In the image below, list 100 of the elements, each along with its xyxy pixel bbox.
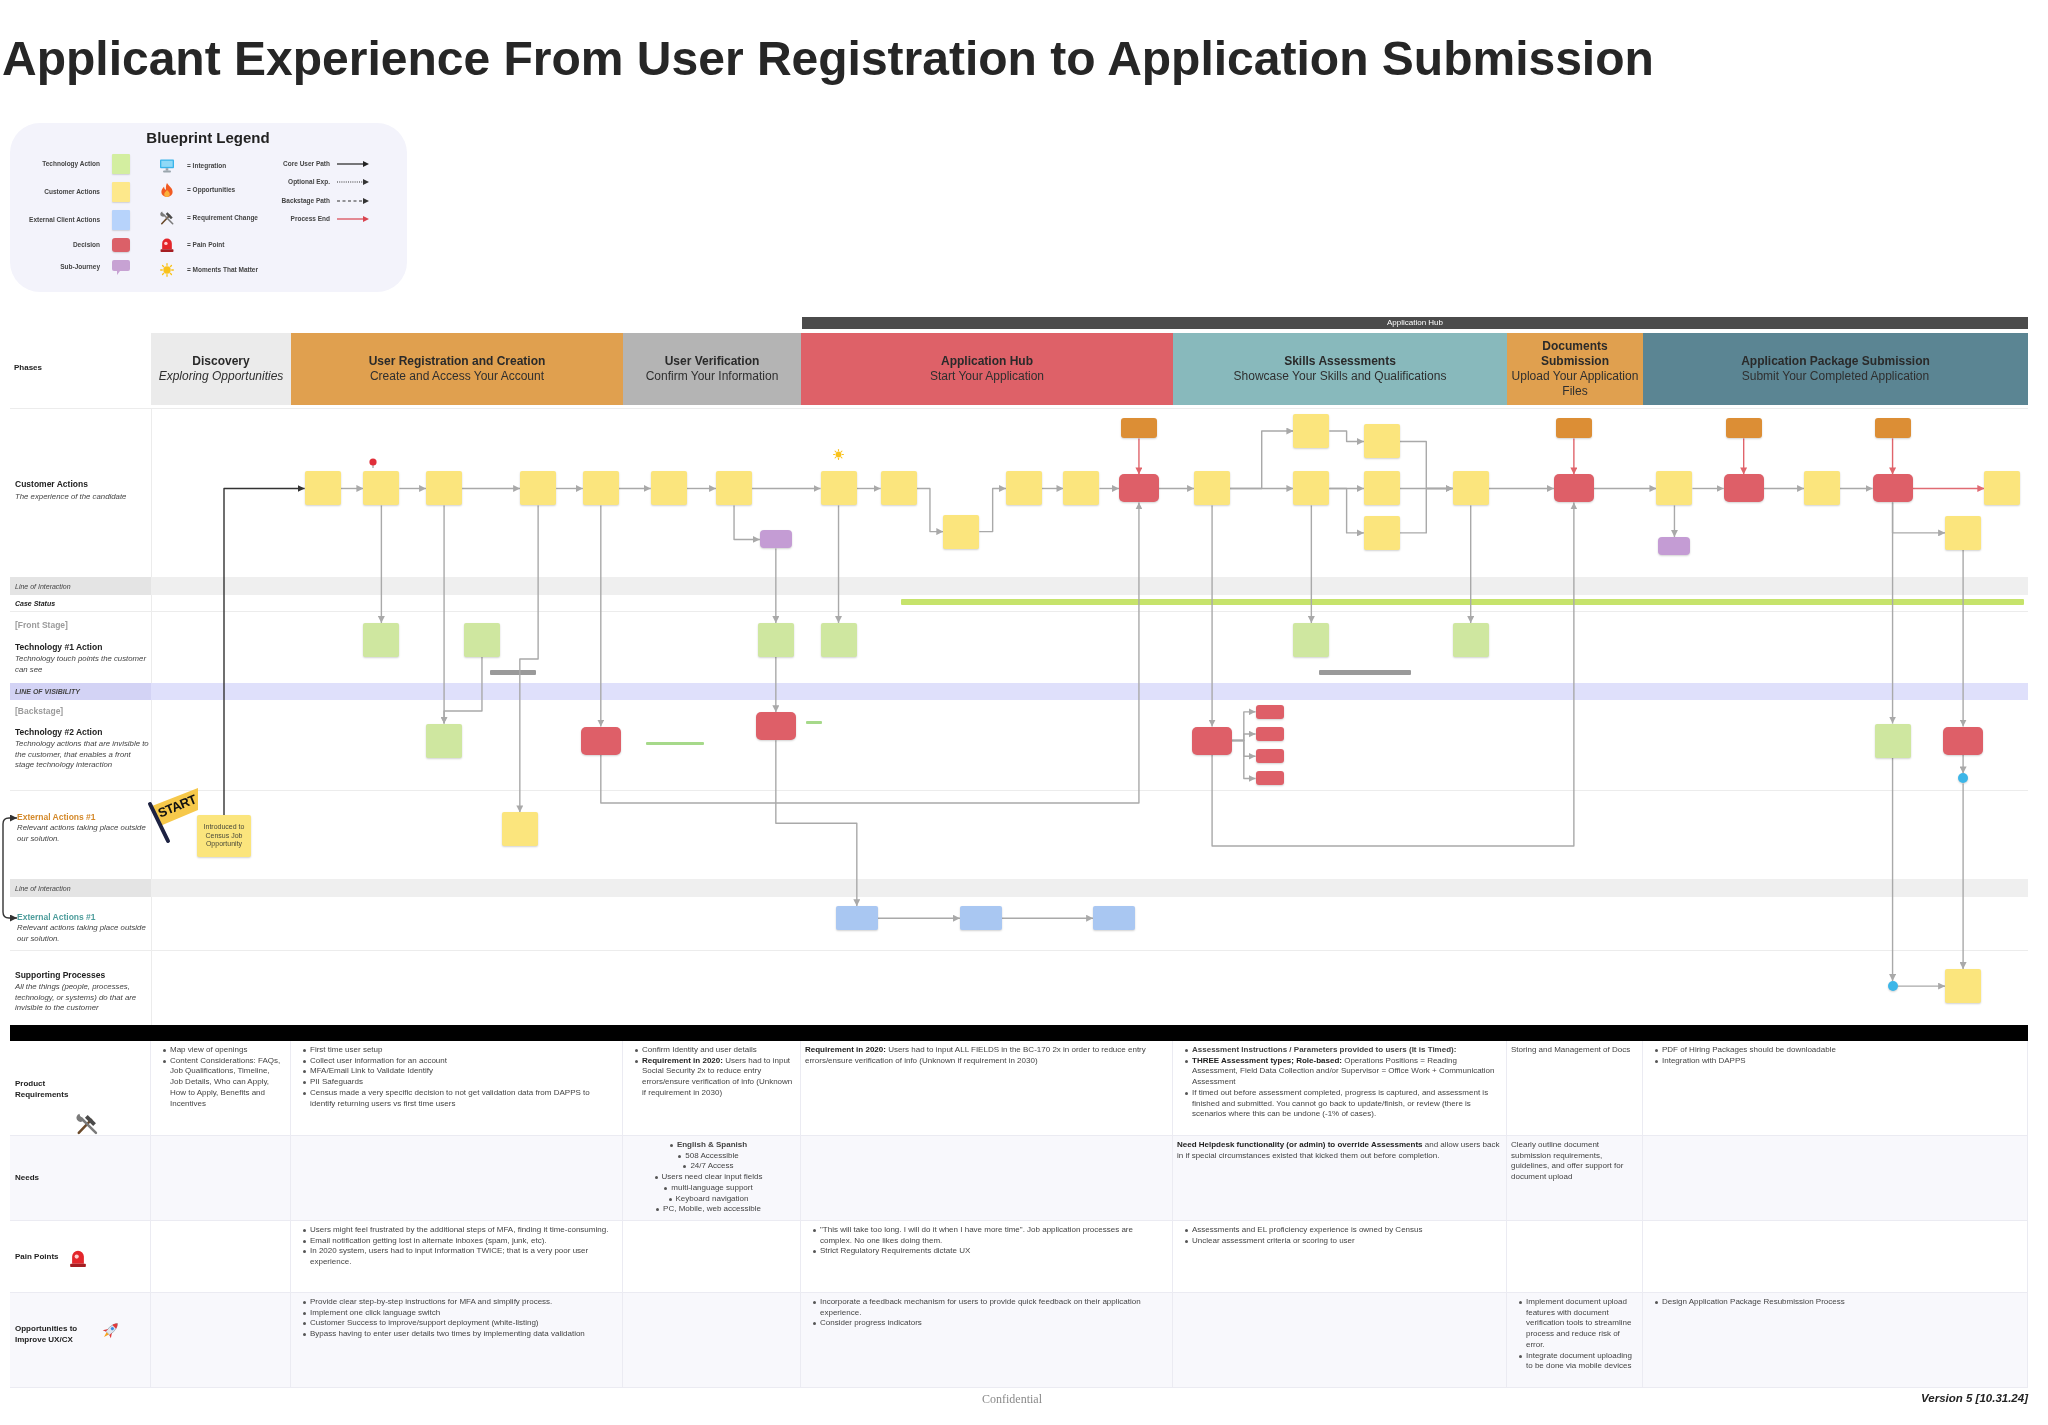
bullet-text: Assessment Instructions / Parameters provided to users (It is Timed): (1192, 1045, 1457, 1056)
bullet-text: Integration with DAPPS (1662, 1055, 1746, 1067)
sticky-note (1656, 471, 1693, 506)
arrow (555, 485, 584, 492)
arrow (1328, 430, 1365, 445)
interaction-band (10, 683, 2028, 700)
sticky-note (820, 623, 857, 657)
bullet-text: Email notification getting lost in alternate inboxes (spam, junk, etc). (310, 1235, 547, 1247)
sticky-note (1093, 906, 1136, 931)
bullet-text: Implement one click language switch (310, 1307, 441, 1319)
arrow (1889, 756, 1897, 982)
arrow (1488, 485, 1555, 492)
bullet-text: Integrate document uploading to be done via mobile devices (1526, 1350, 1633, 1372)
arrow (1959, 782, 1967, 970)
phase-header (623, 333, 801, 405)
sticky-note (304, 471, 341, 506)
arrow (1670, 504, 1678, 538)
phase-header (291, 333, 623, 405)
bullet-text: First time user setup (310, 1045, 383, 1056)
bullet-text: multi-language support (671, 1182, 753, 1194)
phase-header (1643, 333, 2028, 405)
bullet-text: PII Safeguards (310, 1077, 363, 1088)
interaction-band (10, 577, 2028, 595)
sticky-note (1804, 471, 1841, 506)
bullet-text: Census made a very specific decision to not get validation data from DAPPS to identify returning users vs first time users (310, 1087, 591, 1110)
sticky-note (820, 471, 857, 506)
decision-card (1192, 726, 1233, 755)
arrow (733, 504, 761, 543)
phase-title: Discovery (192, 354, 250, 369)
phase-subtitle: Create and Access Your Account (369, 369, 545, 384)
sticky-note (1452, 623, 1489, 657)
arrow (1158, 485, 1195, 492)
bullet-text: Collect user information for an account (310, 1055, 447, 1067)
sticky-note (716, 471, 753, 506)
sticky-note (363, 471, 400, 506)
phase-subtitle: Submit Your Completed Application (1741, 369, 1930, 384)
arrow (1307, 504, 1315, 624)
note-card (1874, 418, 1911, 439)
row-header: Needs (15, 1173, 39, 1184)
phase-title: Application Package Submission (1741, 354, 1930, 369)
sticky-note (1063, 471, 1100, 506)
arrow (1889, 501, 1897, 725)
phase-title: Documents Submission (1540, 339, 1610, 369)
footer-note: Confidential (982, 1392, 1042, 1406)
sticky-note (520, 471, 557, 506)
bullet-text: Keyboard navigation (675, 1193, 749, 1205)
arrow (1762, 485, 1805, 492)
arrow (1467, 504, 1475, 624)
cell-text: Need Helpdesk functionality (or admin) to override Assessments and allow users back in if special circumstances existed that kicked them out before completion. (1176, 1140, 1500, 1162)
bullet-text: MFA/Email Link to Validate Identify (310, 1066, 434, 1078)
section-bar-label: Application Hub (1386, 318, 1443, 328)
bullet-text: Content Considerations: FAQs, Job Qualifications, Timeline, Job Details, Who can Apply, How to Apply, Benefits and Incentives (170, 1055, 282, 1110)
arrow (1041, 485, 1065, 492)
sticky-note (650, 471, 687, 506)
lane-title: Technology #1 Action (15, 642, 103, 653)
phase-subtitle: Exploring Opportunities (158, 369, 284, 384)
bullet-text: Confirm Identity and user details (642, 1045, 757, 1056)
decision-card (1255, 704, 1284, 719)
phase-title: Skills Assessments (1284, 354, 1396, 369)
bullet-text: PC, Mobile, web accessible (663, 1204, 761, 1215)
decision-card (1255, 749, 1284, 764)
row-header: Opportunities to Improve UX/CX (15, 1324, 79, 1345)
decision-card (1118, 474, 1159, 503)
sticky-note (1452, 471, 1489, 506)
sticky-note (1874, 723, 1911, 758)
phase-subtitle: Confirm Your Information (645, 369, 779, 384)
sticky-note (501, 812, 538, 847)
arrow (1839, 485, 1874, 492)
bullet-text: Provide clear step-by-step instructions for MFA and simplify process. (310, 1297, 553, 1308)
arrow (1959, 549, 1967, 728)
arrow (751, 485, 822, 492)
arrow (772, 656, 780, 713)
sticky-note (1945, 515, 1982, 550)
lane-title: External Actions #1 (17, 912, 96, 923)
arrow (1001, 914, 1094, 922)
version-label: Version 5 [10.31.24] (1921, 1391, 2028, 1405)
arrow (1911, 485, 1985, 492)
bullet-text: Customer Success to improve/support deployment (white-listing) (310, 1318, 539, 1330)
sticky-note (1194, 471, 1231, 506)
lane-title: Customer Actions (15, 479, 88, 490)
phase-header (151, 333, 291, 405)
sub-journey-bubble (1658, 536, 1691, 555)
arrow (618, 485, 652, 492)
phase-title: User Verification (664, 354, 760, 369)
cell-text: Requirement in 2020: Users had to input ALL FIELDS in the BC-170 2x in order to reduce entry errors/ensure verification of info (Unknown if requirement in 2030) (804, 1045, 1147, 1067)
phase-header (801, 333, 1173, 405)
sticky-note (1363, 515, 1400, 550)
arrow (1135, 437, 1143, 476)
arrow (1889, 437, 1897, 476)
cell-text: Clearly outline document submission requirements, guidelines, and offer support for document upload (1510, 1140, 1625, 1183)
connector-dot (1887, 981, 1898, 992)
bullet-text: Requirement in 2020: Users had to input Social Security 2x to reduce entry errors/ensure verification of info (Unknown if requirement in 2030) (642, 1055, 794, 1099)
arrow (377, 504, 385, 624)
bullet-text: Map view of openings (170, 1045, 248, 1056)
arrow (1328, 487, 1365, 537)
arrow (835, 504, 843, 624)
row-header: Product Requirements (15, 1079, 70, 1100)
bullet-text: Assessments and EL proficiency experience is owned by Census (1192, 1225, 1423, 1236)
bullet-text: PDF of Hiring Packages should be downloadable (1662, 1045, 1836, 1056)
arrow (398, 485, 427, 492)
